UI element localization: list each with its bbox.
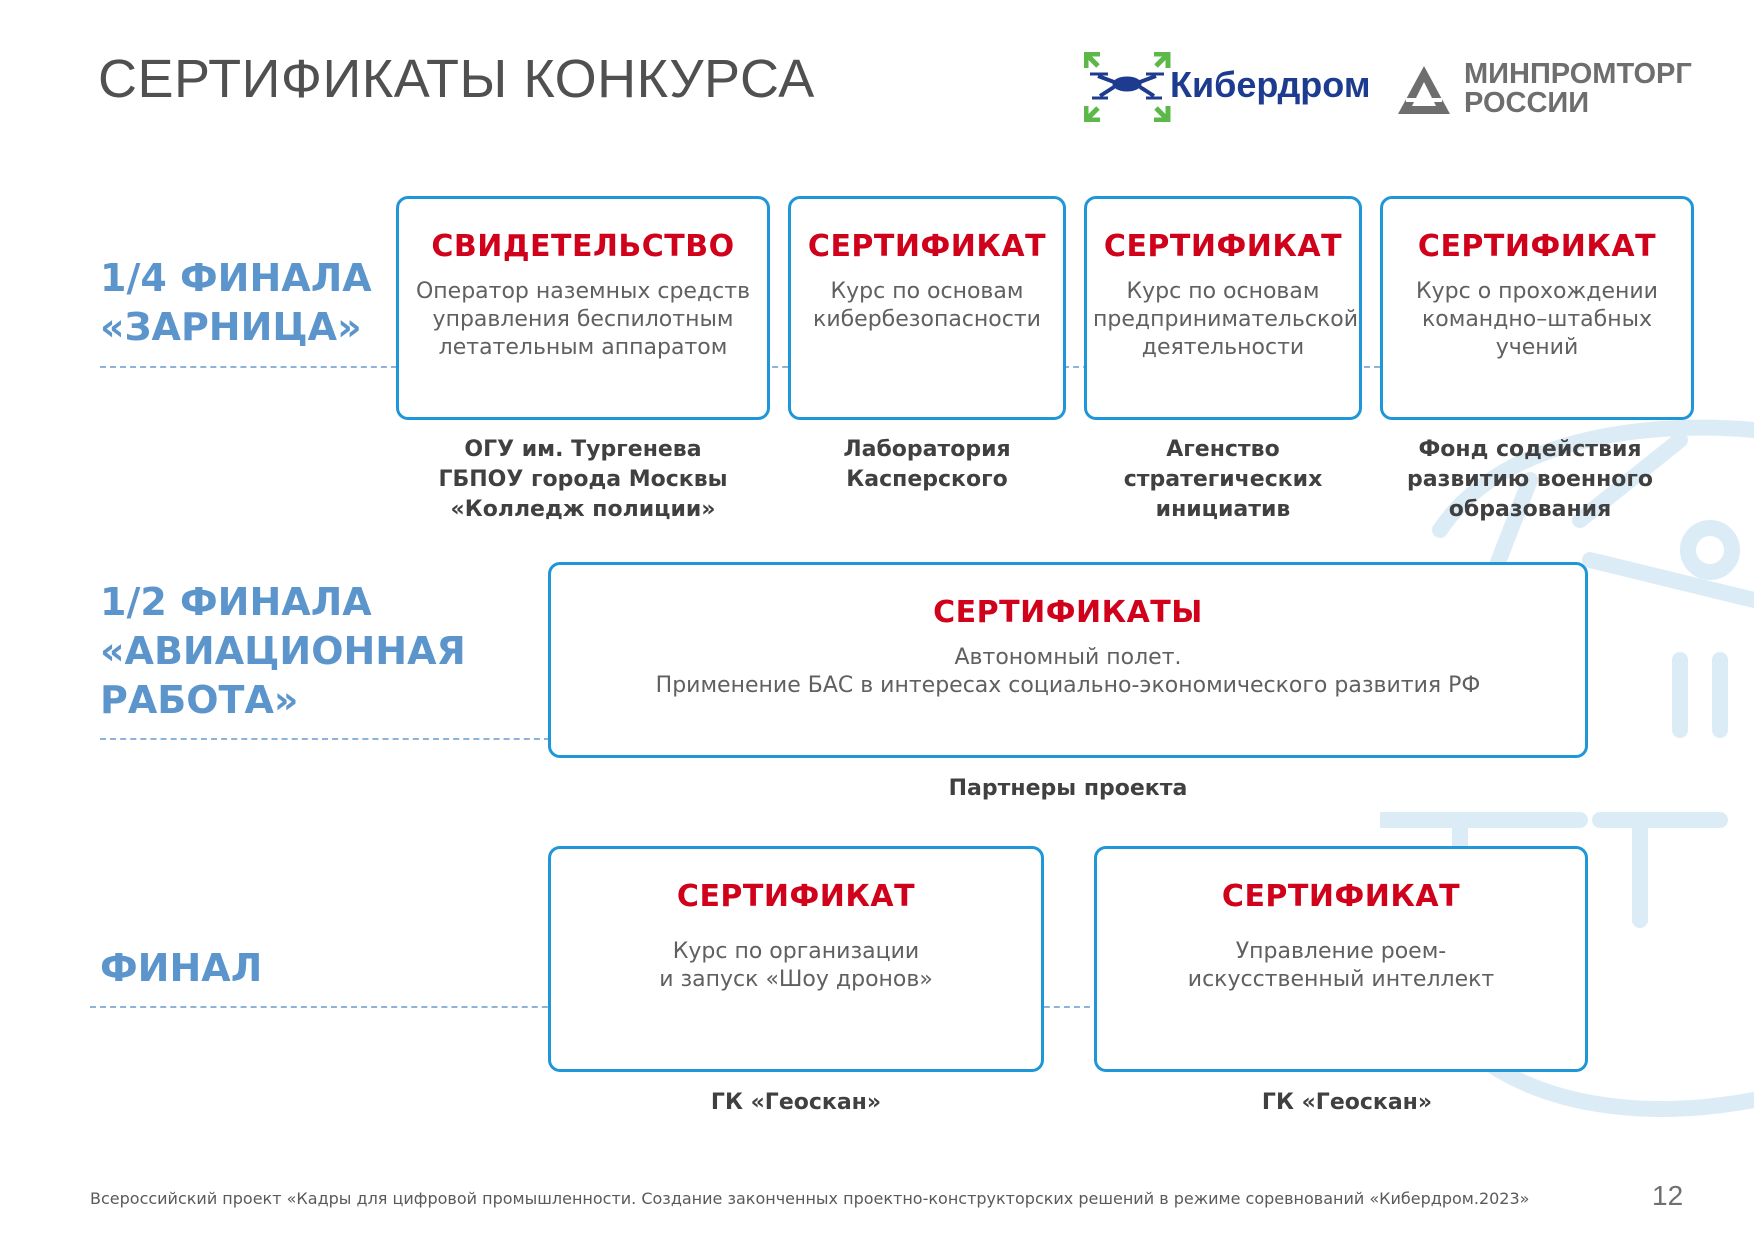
card-heading: СЕРТИФИКАТ [1221,879,1461,914]
partner-name: Партнеры проекта [948,776,1188,801]
stage-label-quarterfinal: 1/4 ФИНАЛА «ЗАРНИЦА» [100,256,372,349]
drone-icon [1090,72,1164,100]
card-heading: СЕРТИФИКАТ [676,879,916,914]
certificate-card: СЕРТИФИКАТ Курс по основам предпринимате… [1084,196,1362,420]
card-heading: СЕРТИФИКАТ [1103,229,1343,264]
certificate-card: СЕРТИФИКАТ Курс по основам кибербезопасн… [788,196,1066,420]
card-heading: СЕРТИФИКАТ [807,229,1047,264]
partner-name: ГК «Геоскан» [1261,1090,1433,1115]
card-description: Оператор наземных средств управления бес… [415,279,751,360]
stage-label-final: ФИНАЛ [100,946,263,990]
card-description: Управление роем- искусственный интеллект [1187,939,1495,992]
card-description: Курс по организации и запуск «Шоу дронов… [659,939,933,992]
minpromtorg-line2: РОССИИ [1464,87,1590,119]
kiberdrom-logo-text: Кибердром [1170,64,1371,105]
stage-label-semifinal: 1/2 ФИНАЛА «АВИАЦИОННАЯ РАБОТА» [100,580,466,722]
certificate-card: СЕРТИФИКАТ Курс по организации и запуск … [548,846,1044,1072]
certificate-card: СЕРТИФИКАТ Курс о прохождении командно–ш… [1380,196,1694,420]
card-description: Курс по основам кибербезопасности [813,279,1041,332]
partner-name: ОГУ им. Тургенева ГБПОУ города Москвы «К… [438,437,728,522]
partner-name: Фонд содействия развитию военного образо… [1406,437,1653,522]
card-heading: СЕРТИФИКАТ [1417,229,1657,264]
triangle-emblem-icon [1398,66,1450,114]
certificate-card: СЕРТИФИКАТ Управление роем- искусственны… [1094,846,1588,1072]
page-number: 12 [1652,1180,1684,1211]
minpromtorg-line1: МИНПРОМТОРГ [1464,58,1692,90]
partner-name: ГК «Геоскан» [710,1090,882,1115]
card-description: Автономный полет. Применение БАС в интер… [655,645,1481,698]
card-heading: СВИДЕТЕЛЬСТВО [431,229,735,264]
certificate-card: СВИДЕТЕЛЬСТВО Оператор наземных средств … [396,196,770,420]
partner-name: Лаборатория Касперского [843,437,1011,492]
page-title: СЕРТИФИКАТЫ КОНКУРСА [98,49,815,109]
frame-corners-icon [1084,52,1171,122]
partner-name: Агенство стратегических инициатив [1123,437,1323,522]
footer-text: Всероссийский проект «Кадры для цифровой… [90,1189,1530,1208]
card-heading: СЕРТИФИКАТЫ [933,595,1203,630]
divider-semifinal [100,738,550,740]
minpromtorg-logo-text: МИНПРОМТОРГ РОССИИ [1464,60,1692,118]
certificate-card-wide: СЕРТИФИКАТЫ Автономный полет. Применение… [548,562,1588,758]
kiberdrom-logo-icon [1084,52,1171,122]
card-description: Курс по основам предпринимательской деят… [1093,279,1359,360]
card-description: Курс о прохождении командно–штабных учен… [1416,279,1658,360]
